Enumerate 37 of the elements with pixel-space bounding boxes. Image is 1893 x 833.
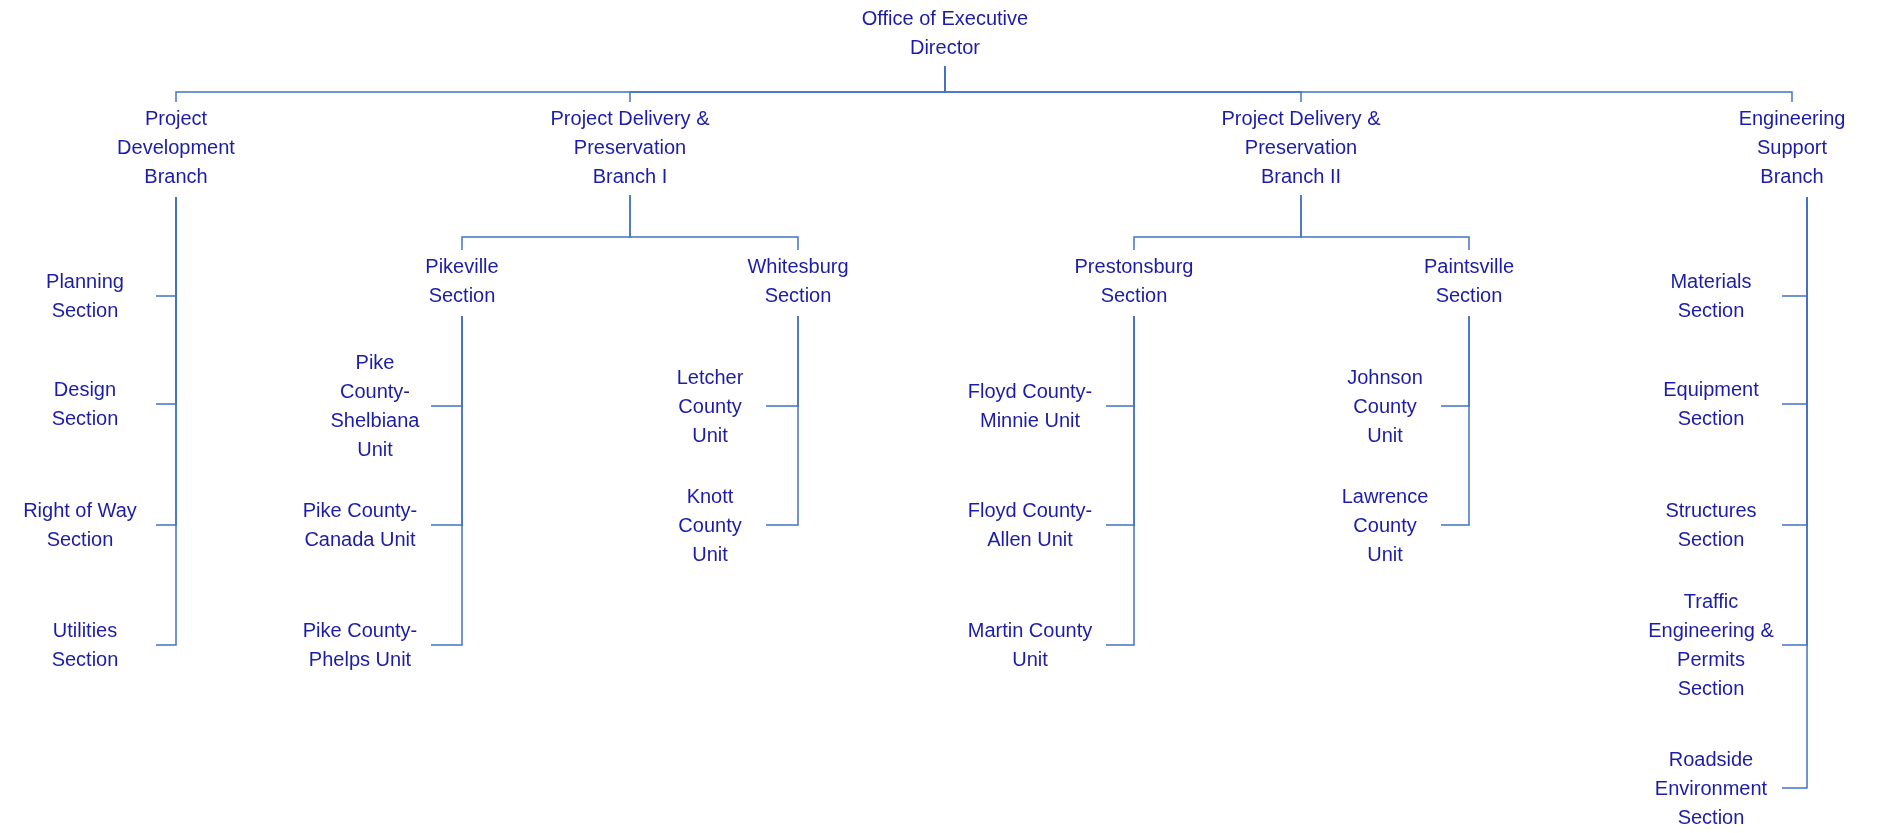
org-unit-label: Office of Executive Director [860,6,1030,60]
org-unit-label: Floyd County-Minnie Unit [966,379,1094,433]
org-unit-label: Design Section [50,377,120,431]
connector-line [765,315,799,526]
org-unit-label: Martin County Unit [966,618,1094,672]
org-unit-label: Utilities Section [50,618,120,672]
org-unit-label: Project Delivery & Preservation Branch I [549,106,711,189]
org-unit-label: Materials Section [1669,269,1753,323]
org-unit-label: Equipment Section [1662,377,1760,431]
org-unit-label: Engineering Support Branch [1737,106,1847,189]
org-unit-label: Johnson County Unit [1346,364,1424,448]
connector-line [155,196,177,646]
org-unit-label: Project Development Branch [116,106,236,189]
org-unit-label: Prestonsburg Section [1073,254,1195,308]
org-unit-label: Traffic Engineering & Permits Section [1647,589,1775,701]
connector-line [1781,196,1808,789]
org-unit-label: Pike County-Shelbiana Unit [329,350,421,462]
org-unit-label: Pike County-Phelps Unit [301,618,419,672]
connector-line [944,65,1793,103]
org-unit-label: Roadside Environment Section [1653,746,1769,830]
org-unit-label: Planning Section [45,269,125,323]
connector-line [430,315,463,646]
org-unit-label: Letcher County Unit [675,364,745,448]
org-unit-label: Project Delivery & Preservation Branch II [1220,106,1382,189]
org-unit-label: Whitesburg Section [746,254,850,308]
org-unit-label: Knott County Unit [677,483,743,567]
org-unit-label: Pikeville Section [424,254,500,308]
org-unit-label: Pike County-Canada Unit [301,498,419,552]
org-unit-label: Right of Way Section [22,498,138,552]
org-unit-label: Paintsville Section [1422,254,1515,308]
connector-line [1300,194,1470,251]
org-unit-label: Structures Section [1664,498,1758,552]
org-unit-label: Floyd County-Allen Unit [966,498,1094,552]
connector-line [629,194,799,251]
connector-line [1105,315,1135,646]
connector-line [1440,315,1470,526]
org-unit-label: Lawrence County Unit [1340,483,1430,567]
